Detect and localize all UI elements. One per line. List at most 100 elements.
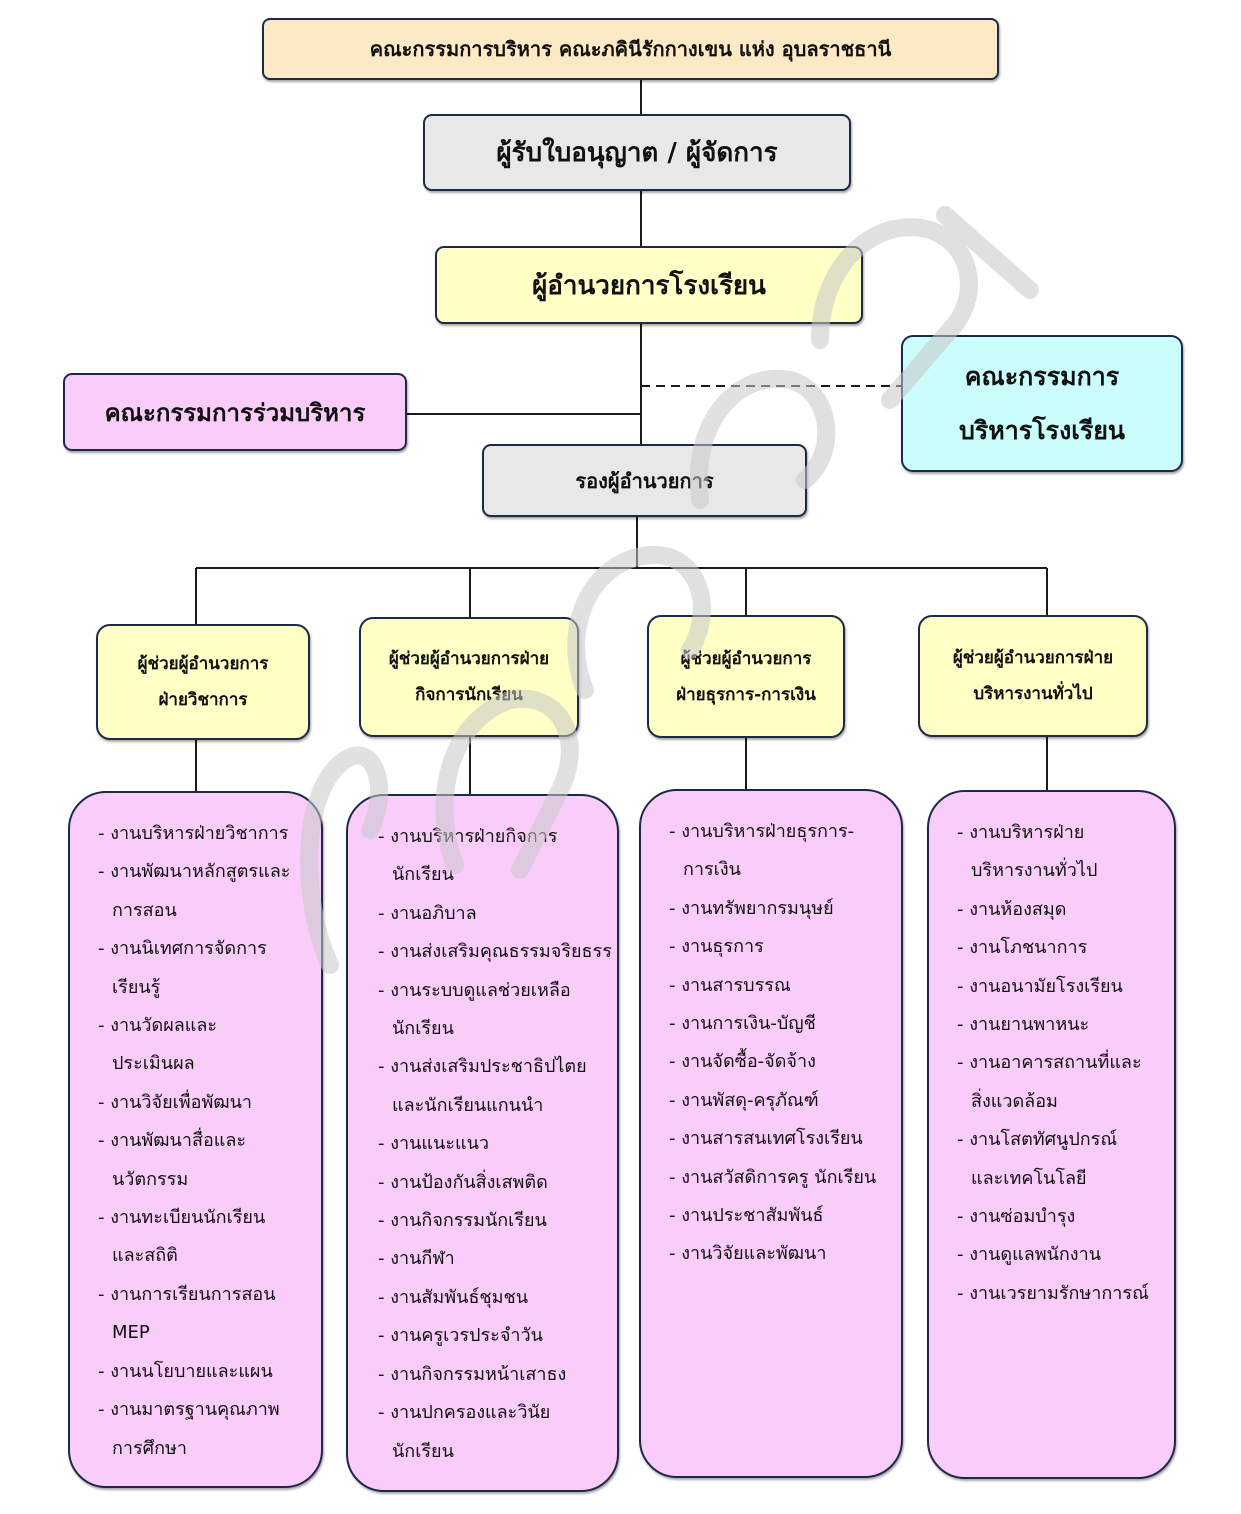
duty-item: - งานธุรการ bbox=[669, 928, 901, 966]
duty-item: - งานปกครองและวินัยนักเรียน bbox=[378, 1394, 617, 1471]
duty-item-text: - งานสัมพันธ์ชุมชน bbox=[378, 1286, 529, 1308]
duty-item-text: - งานบริหารฝ่าย bbox=[957, 822, 1085, 843]
duty-item: - งานกีฬา bbox=[378, 1240, 617, 1278]
duty-item: - งานนิเทศการจัดการเรียนรู้ bbox=[98, 930, 321, 1007]
assistant-academic-box: ผู้ช่วยผู้อำนวยการ ฝ่ายวิชาการ bbox=[96, 624, 310, 740]
duty-item-text: - งานอนามัยโรงเรียน bbox=[957, 975, 1123, 997]
duty-item: - งานสารสนเทศโรงเรียน bbox=[669, 1120, 901, 1158]
duty-item-text: - งานครูเวรประจำวัน bbox=[378, 1325, 543, 1347]
duty-item: - งานส่งเสริมประชาธิปไตยและนักเรียนแกนนำ bbox=[378, 1048, 617, 1125]
duty-item-text: - งานห้องสมุด bbox=[957, 898, 1067, 920]
assistant-student-affairs-box: ผู้ช่วยผู้อำนวยการฝ่าย กิจการนักเรียน bbox=[359, 617, 579, 737]
duty-item-text: - งานกิจกรรมนักเรียน bbox=[378, 1210, 547, 1232]
duty-item: - งานจัดซื้อ-จัดจ้าง bbox=[669, 1043, 901, 1081]
duty-item-text: - งานแนะแนว bbox=[378, 1133, 490, 1155]
duty-item: - งานวัดผลและประเมินผล bbox=[98, 1007, 321, 1084]
duty-item: - งานระบบดูแลช่วยเหลือนักเรียน bbox=[378, 972, 617, 1049]
duty-item-text: - งานนโยบายและแผน bbox=[98, 1360, 273, 1382]
duty-item-continuation: เรียนรู้ bbox=[112, 976, 161, 998]
duty-item-text: - งานสารบรรณ bbox=[669, 974, 791, 996]
deputy-label: รองผู้อำนวยการ bbox=[575, 468, 714, 493]
duty-item: - งานกิจกรรมนักเรียน bbox=[378, 1202, 617, 1240]
duty-item: - งานการเงิน-บัญชี bbox=[669, 1005, 901, 1043]
duties-general-admin-list: - งานบริหารฝ่ายบริหารงานทั่วไป- งานห้องส… bbox=[927, 790, 1176, 1479]
assistant-title-line-2: กิจการนักเรียน bbox=[415, 685, 523, 705]
duty-item-text: - งานกิจกรรมหน้าเสาธง bbox=[378, 1363, 567, 1385]
duties-finance-list: - งานบริหารฝ่ายธุรการ-การเงิน - งานทรัพยา… bbox=[639, 789, 903, 1478]
duty-item: - งานห้องสมุด bbox=[957, 891, 1174, 929]
duty-item: - งานอนามัยโรงเรียน bbox=[957, 968, 1174, 1006]
duty-item: - งานพัฒนาสื่อและนวัตกรรม bbox=[98, 1122, 321, 1199]
duty-item: - งานบริหารฝ่ายวิชาการ bbox=[98, 815, 321, 853]
duty-item-text: - งานส่งเสริมคุณธรรมจริยธรร bbox=[378, 941, 612, 963]
duty-item-text: - งานวิจัยเพื่อพัฒนา bbox=[98, 1091, 252, 1113]
duty-item: - งานยานพาหนะ bbox=[957, 1006, 1174, 1044]
duty-item: - งานซ่อมบำรุง bbox=[957, 1198, 1174, 1236]
duty-item: - งานครูเวรประจำวัน bbox=[378, 1317, 617, 1355]
assistant-title-line-2: ฝ่ายธุรการ-การเงิน bbox=[676, 684, 816, 705]
duty-item: - งานบริหารฝ่ายกิจการนักเรียน bbox=[378, 818, 617, 895]
duty-item-continuation: และนักเรียนแกนนำ bbox=[392, 1094, 544, 1116]
school-board-box: คณะกรรมการ บริหารโรงเรียน bbox=[901, 335, 1183, 472]
duty-item-continuation: ประเมินผล bbox=[112, 1053, 195, 1075]
duty-item-text: - งานพัสดุ-ครุภัณฑ์ bbox=[669, 1089, 819, 1111]
duty-item-text: - งานส่งเสริมประชาธิปไตย bbox=[378, 1056, 587, 1078]
duty-item: - งานสวัสดิการครู นักเรียน bbox=[669, 1159, 901, 1197]
duty-item-text: - งานซ่อมบำรุง bbox=[957, 1206, 1076, 1228]
duty-item: - งานอภิบาล bbox=[378, 895, 617, 933]
duty-item-text: - งานสารสนเทศโรงเรียน bbox=[669, 1128, 863, 1150]
duty-item-text: - งานนิเทศการจัดการ bbox=[98, 938, 267, 960]
duty-item-continuation: MEP bbox=[112, 1322, 150, 1344]
duty-item-continuation: สิ่งแวดล้อม bbox=[971, 1090, 1058, 1112]
duty-item-text: - งานอาคารสถานที่และ bbox=[957, 1052, 1142, 1074]
school-board-line-1: คณะกรรมการ bbox=[964, 361, 1120, 391]
duty-item-text: - งานการเรียนการสอน bbox=[98, 1283, 276, 1305]
duty-item-text: - งานประชาสัมพันธ์ bbox=[669, 1205, 824, 1227]
duty-item-continuation: และสถิติ bbox=[112, 1245, 178, 1267]
assistant-title-line-1: ผู้ช่วยผู้อำนวยการ bbox=[680, 648, 812, 669]
duty-item: - งานส่งเสริมคุณธรรมจริยธรร bbox=[378, 933, 617, 971]
school-board-line-2: บริหารโรงเรียน bbox=[958, 415, 1125, 445]
duty-item-continuation: การเงิน bbox=[683, 859, 741, 881]
duty-item-text: - งานอภิบาล bbox=[378, 902, 477, 924]
board-label: คณะกรรมการบริหาร คณะภคินีรักกางเขน แห่ง … bbox=[369, 37, 892, 61]
duty-item: - งานแนะแนว bbox=[378, 1125, 617, 1163]
duty-item-text: - งานทะเบียนนักเรียน bbox=[98, 1207, 266, 1229]
duty-item-continuation: การสอน bbox=[112, 899, 177, 921]
assistant-title-line-1: ผู้ช่วยผู้อำนวยการฝ่าย bbox=[952, 648, 1114, 668]
duty-item-text: - งานวิจัยและพัฒนา bbox=[669, 1243, 827, 1265]
duty-item-text: - งานพัฒนาสื่อและ bbox=[98, 1130, 247, 1152]
duty-item-text: - งานการเงิน-บัญชี bbox=[669, 1013, 816, 1035]
licensee-label: ผู้รับใบอนุญาต / ผู้จัดการ bbox=[496, 138, 778, 168]
duty-item: - งานอาคารสถานที่และสิ่งแวดล้อม bbox=[957, 1044, 1174, 1121]
duty-item: - งานนโยบายและแผน bbox=[98, 1353, 321, 1391]
duty-item-text: - งานเวรยามรักษาการณ์ bbox=[957, 1282, 1149, 1304]
duty-item-text: - งานจัดซื้อ-จัดจ้าง bbox=[669, 1051, 816, 1073]
duty-item-text: - งานบริหารฝ่ายวิชาการ bbox=[98, 823, 289, 844]
duty-item: - งานบริหารฝ่ายธุรการ-การเงิน bbox=[669, 813, 901, 890]
duty-item: - งานประชาสัมพันธ์ bbox=[669, 1197, 901, 1235]
duty-item-text: - งานวัดผลและ bbox=[98, 1015, 218, 1037]
duty-item-text: - งานทรัพยากรมนุษย์ bbox=[669, 897, 834, 919]
deputy-box: รองผู้อำนวยการ bbox=[482, 444, 807, 517]
duty-item-continuation: และเทคโนโลยี bbox=[971, 1167, 1087, 1189]
assistant-title-line-1: ผู้ช่วยผู้อำนวยการ bbox=[137, 654, 269, 674]
duty-item-text: - งานพัฒนาหลักสูตรและ bbox=[98, 861, 291, 883]
duty-item: - งานโภชนาการ bbox=[957, 929, 1174, 967]
duty-item-text: - งานปกครองและวินัย bbox=[378, 1402, 551, 1424]
duty-item-text: - งานบริหารฝ่ายกิจการ bbox=[378, 826, 558, 847]
duty-item: - งานทรัพยากรมนุษย์ bbox=[669, 890, 901, 928]
joint-committee-label: คณะกรรมการร่วมบริหาร bbox=[104, 398, 366, 427]
duty-item: - งานสารบรรณ bbox=[669, 967, 901, 1005]
duty-item-continuation: นักเรียน bbox=[392, 1018, 454, 1040]
assistant-title-line-2: บริหารงานทั่วไป bbox=[973, 684, 1093, 704]
director-box: ผู้อำนวยการโรงเรียน bbox=[435, 246, 863, 324]
board-box: คณะกรรมการบริหาร คณะภคินีรักกางเขน แห่ง … bbox=[262, 18, 999, 80]
assistant-title-line-2: ฝ่ายวิชาการ bbox=[158, 690, 248, 710]
duty-item: - งานโสตทัศนูปกรณ์และเทคโนโลยี bbox=[957, 1121, 1174, 1198]
duty-item: - งานดูแลพนักงาน bbox=[957, 1236, 1174, 1274]
joint-committee-box: คณะกรรมการร่วมบริหาร bbox=[63, 373, 407, 451]
assistant-finance-box: ผู้ช่วยผู้อำนวยการ ฝ่ายธุรการ-การเงิน bbox=[647, 615, 845, 738]
duty-item-continuation: การศึกษา bbox=[112, 1437, 187, 1459]
duty-item-text: - งานโสตทัศนูปกรณ์ bbox=[957, 1129, 1118, 1151]
